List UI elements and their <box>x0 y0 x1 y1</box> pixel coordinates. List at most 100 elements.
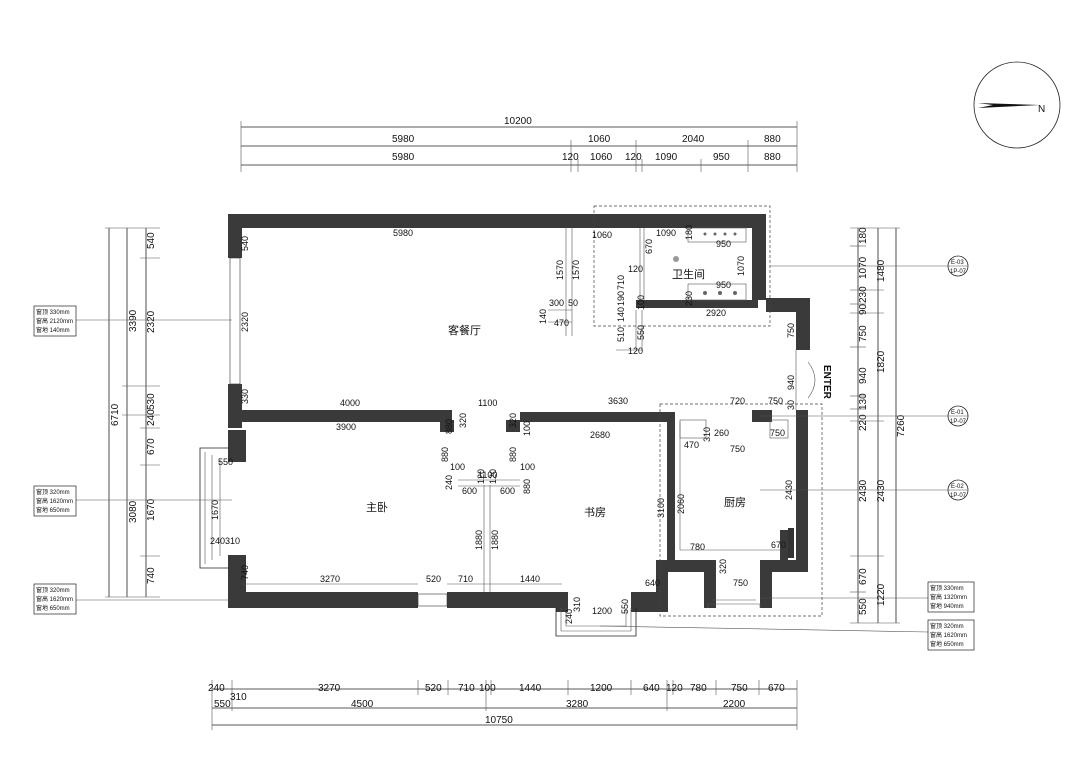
bot-dim-10750: 10750 <box>485 715 513 726</box>
right-dim-90: 90 <box>858 303 869 315</box>
svg-text:100: 100 <box>520 462 535 472</box>
svg-text:330: 330 <box>240 389 250 404</box>
svg-text:670: 670 <box>771 540 786 550</box>
svg-text:190: 190 <box>616 291 626 306</box>
svg-text:310: 310 <box>225 536 240 546</box>
bot-dim-1200: 1200 <box>590 683 613 694</box>
svg-text:2320: 2320 <box>240 312 250 332</box>
entry-label: ENTER <box>821 365 832 400</box>
svg-text:120: 120 <box>488 469 498 484</box>
window-tag-kitchen: 窗顶 330mm 窗高 1320mm 窗地 940mm <box>927 581 975 613</box>
svg-text:750: 750 <box>733 578 748 588</box>
svg-text:950: 950 <box>716 239 731 249</box>
left-dim-3080: 3080 <box>128 500 139 523</box>
svg-text:880: 880 <box>440 447 450 462</box>
svg-text:3630: 3630 <box>608 396 628 406</box>
elevation-marker-e01: E-01 1P-07 <box>947 405 969 427</box>
left-dim-3390: 3390 <box>128 309 139 332</box>
right-dim-1220: 1220 <box>876 583 887 606</box>
e03-id: E-03 <box>951 260 964 266</box>
compass: N <box>973 61 1061 149</box>
svg-text:100: 100 <box>450 462 465 472</box>
svg-text:550: 550 <box>620 599 630 614</box>
svg-text:510: 510 <box>616 327 626 342</box>
room-study: 书房 <box>584 506 606 519</box>
right-dim-940: 940 <box>858 367 869 384</box>
bot-dim-640: 640 <box>643 683 660 694</box>
top-dim-880b: 880 <box>764 152 781 163</box>
svg-text:2920: 2920 <box>706 308 726 318</box>
svg-text:1880: 1880 <box>474 530 484 550</box>
top-dim-2040: 2040 <box>682 134 705 145</box>
elevation-marker-e03: E-03 1P-07 <box>947 255 969 277</box>
top-dim-950: 950 <box>713 152 730 163</box>
svg-text:3270: 3270 <box>320 574 340 584</box>
svg-text:窗地 650mm: 窗地 650mm <box>36 506 70 514</box>
right-dim-550: 550 <box>858 598 869 615</box>
window-tag-study: 窗顶 320mm 窗高 1620mm 窗地 650mm <box>927 619 975 651</box>
e02-id: E-02 <box>951 484 964 490</box>
right-dim-750: 750 <box>858 325 869 342</box>
svg-text:120: 120 <box>628 264 643 274</box>
svg-text:720: 720 <box>730 396 745 406</box>
svg-text:750: 750 <box>768 396 783 406</box>
svg-text:710: 710 <box>616 275 626 290</box>
svg-text:100: 100 <box>636 295 646 310</box>
svg-text:740: 740 <box>240 565 250 580</box>
right-dim-230: 230 <box>858 286 869 303</box>
left-dim-530: 530 <box>146 393 157 410</box>
svg-text:30: 30 <box>786 400 796 410</box>
leader-lines <box>75 265 948 633</box>
compass-circle <box>973 61 1061 149</box>
svg-text:470: 470 <box>554 318 569 328</box>
svg-text:640: 640 <box>645 578 660 588</box>
walls <box>228 214 810 612</box>
right-dim-2430a: 2430 <box>858 479 869 502</box>
bot-dim-3270: 3270 <box>318 683 341 694</box>
top-dim-10200: 10200 <box>504 116 532 127</box>
top-dim-1060a: 1060 <box>588 134 611 145</box>
bottom-dimensions: 240 310 3270 520 710 100 1440 1200 640 1… <box>208 680 798 730</box>
left-dim-670: 670 <box>146 438 157 455</box>
top-dimensions: 10200 5980 1060 2040 880 5980 120 1060 1… <box>240 116 798 172</box>
svg-text:1090: 1090 <box>656 228 676 238</box>
svg-text:880: 880 <box>444 419 454 434</box>
right-dim-7260: 7260 <box>896 414 907 437</box>
left-dim-740: 740 <box>146 567 157 584</box>
svg-text:310: 310 <box>702 427 712 442</box>
svg-text:240: 240 <box>444 475 454 490</box>
top-dim-120a: 120 <box>562 152 579 163</box>
kitchen-zone-outline <box>659 403 823 617</box>
e03-ref: 1P-07 <box>950 269 967 275</box>
left-dim-2320: 2320 <box>146 310 157 333</box>
room-master-bedroom: 主卧 <box>366 501 388 514</box>
bay-window-kitchen <box>707 599 761 608</box>
room-kitchen: 厨房 <box>724 496 746 509</box>
svg-text:1440: 1440 <box>520 574 540 584</box>
svg-text:320: 320 <box>508 413 518 428</box>
left-dim-240: 240 <box>146 409 157 426</box>
window-tag-master-bay: 窗顶 320mm 窗高 1620mm 窗地 650mm <box>33 485 77 517</box>
svg-text:3100: 3100 <box>656 498 666 518</box>
svg-text:940: 940 <box>786 375 796 390</box>
window-tag-living: 窗顶 330mm 窗高 2120mm 窗地 140mm <box>33 305 77 337</box>
north-arrow-icon <box>978 103 1040 108</box>
right-dim-1070: 1070 <box>858 256 869 279</box>
svg-text:550: 550 <box>218 457 233 467</box>
right-dimensions: 180 1070 230 90 750 940 130 220 2430 670… <box>850 227 907 624</box>
svg-text:600: 600 <box>462 486 477 496</box>
svg-text:2060: 2060 <box>676 494 686 514</box>
svg-text:1200: 1200 <box>592 606 612 616</box>
svg-text:120: 120 <box>476 469 486 484</box>
bot-dim-710: 710 <box>458 683 475 694</box>
svg-text:50: 50 <box>568 298 578 308</box>
window-master-bottom <box>417 593 448 607</box>
svg-text:180: 180 <box>684 225 694 240</box>
svg-text:窗顶 320mm: 窗顶 320mm <box>930 622 964 630</box>
svg-text:2430: 2430 <box>784 480 794 500</box>
svg-text:100: 100 <box>522 421 532 436</box>
svg-text:1070: 1070 <box>736 256 746 276</box>
right-dim-180: 180 <box>858 227 869 244</box>
room-living-dining: 客餐厅 <box>448 323 481 337</box>
